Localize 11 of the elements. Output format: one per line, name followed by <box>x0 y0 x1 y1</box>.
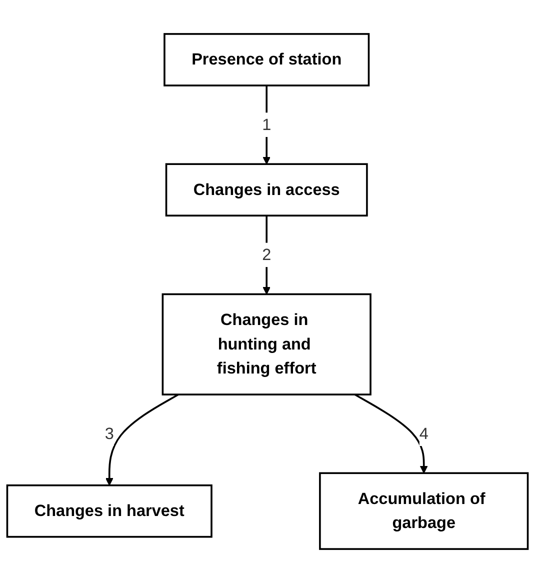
node-box: Changes in harvest <box>6 484 212 538</box>
edge-label: 1 <box>262 115 272 134</box>
node-box: Presence of station <box>164 33 370 86</box>
edge-label: 3 <box>104 424 114 442</box>
arrow <box>354 394 428 474</box>
node-box: Changes in access <box>165 163 368 216</box>
node-box: Changes in hunting and fishing effort <box>162 293 372 396</box>
node-box: Accumulation of garbage <box>319 472 529 550</box>
edge-label: 4 <box>419 424 428 442</box>
arrow <box>105 394 179 486</box>
edge-label: 2 <box>262 245 272 264</box>
